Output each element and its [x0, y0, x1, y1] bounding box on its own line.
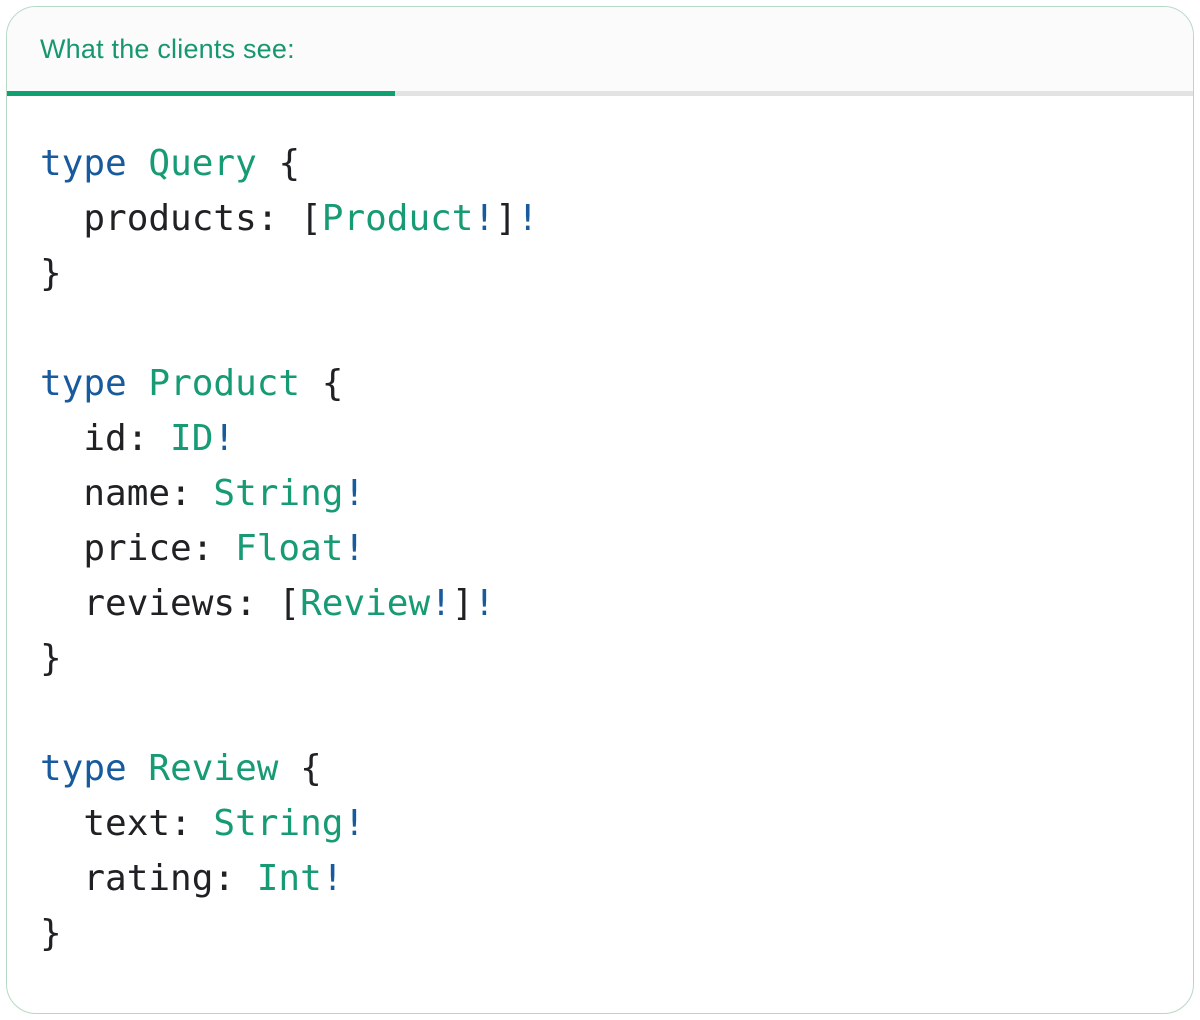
code-token: ! [473, 198, 496, 239]
code-token: type [40, 143, 127, 184]
code-token: Product [321, 198, 474, 239]
code-token: Float [235, 528, 344, 569]
code-token [127, 143, 149, 184]
code-line: id: ID! [40, 411, 1173, 466]
code-line: products: [Product!]! [40, 191, 1173, 246]
code-token: ! [343, 803, 366, 844]
code-line: } [40, 906, 1173, 961]
code-line: type Review { [40, 741, 1173, 796]
code-token: Int [256, 858, 322, 899]
code-line: text: String! [40, 796, 1173, 851]
code-token: { [300, 363, 344, 404]
code-token: Review [300, 583, 431, 624]
code-token: { [278, 748, 322, 789]
code-line: rating: Int! [40, 851, 1173, 906]
code-token: type [40, 363, 127, 404]
code-token: { [256, 143, 301, 184]
code-token: String [213, 473, 344, 514]
code-line: } [40, 246, 1173, 301]
code-token: text: [40, 803, 214, 844]
code-token: ] [495, 198, 517, 239]
code-token: products: [ [40, 198, 322, 239]
tab-bar: What the clients see: [7, 7, 1193, 96]
code-token: rating: [40, 858, 257, 899]
code-token: ! [473, 583, 496, 624]
code-token: reviews: [ [40, 583, 301, 624]
code-token: ! [343, 528, 366, 569]
code-token: } [40, 253, 62, 294]
code-block: type Query { products: [Product!]!} type… [7, 96, 1193, 961]
code-token: name: [40, 473, 214, 514]
code-token: ! [516, 198, 539, 239]
code-token: Review [148, 748, 279, 789]
code-token: Product [148, 363, 301, 404]
code-token: } [40, 638, 62, 679]
code-line: } [40, 631, 1173, 686]
code-token: ] [451, 583, 474, 624]
code-token: } [40, 913, 62, 954]
code-line: reviews: [Review!]! [40, 576, 1173, 631]
tab-what-clients-see[interactable]: What the clients see: [7, 7, 395, 96]
code-token: ! [321, 858, 344, 899]
code-token: String [213, 803, 344, 844]
code-token: id: [40, 418, 171, 459]
code-token: ! [343, 473, 366, 514]
code-token: price: [40, 528, 236, 569]
code-line [40, 686, 1173, 741]
code-line: type Query { [40, 136, 1173, 191]
code-token [127, 748, 149, 789]
code-token: ID [170, 418, 214, 459]
code-line: type Product { [40, 356, 1173, 411]
code-token [127, 363, 149, 404]
code-token: type [40, 748, 127, 789]
code-token: ! [213, 418, 236, 459]
schema-card: What the clients see: type Query { produ… [6, 6, 1194, 1014]
code-line: price: Float! [40, 521, 1173, 576]
code-token: Query [148, 143, 257, 184]
tab-label: What the clients see: [40, 33, 295, 64]
code-token: ! [430, 583, 452, 624]
code-line [40, 301, 1173, 356]
code-line: name: String! [40, 466, 1173, 521]
